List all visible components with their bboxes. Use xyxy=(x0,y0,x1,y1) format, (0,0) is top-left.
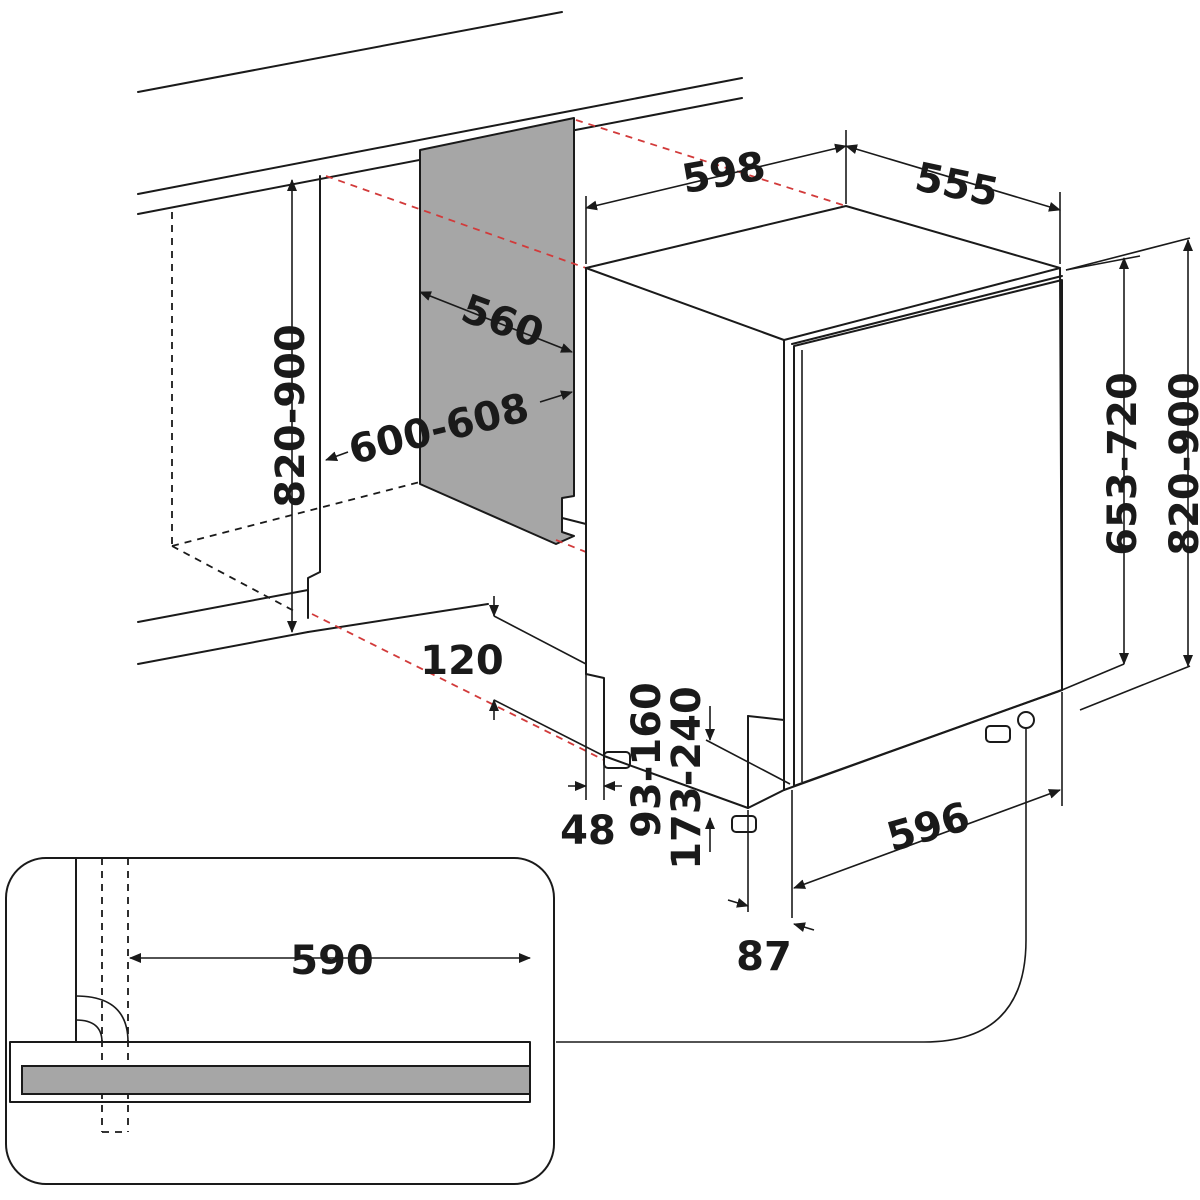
label-590: 590 xyxy=(290,938,374,984)
label-555: 555 xyxy=(911,154,1002,216)
label-820-900-niche: 820-900 xyxy=(268,324,314,508)
label-87: 87 xyxy=(736,934,792,980)
label-653-720: 653-720 xyxy=(1100,372,1146,556)
detail-inset xyxy=(5,857,555,1185)
label-598: 598 xyxy=(679,143,769,203)
label-93-160: 93-160 xyxy=(624,682,670,838)
label-820-900-total: 820-900 xyxy=(1162,372,1200,556)
detail-callout-leader xyxy=(556,728,1027,1043)
dishwasher-door xyxy=(793,279,1063,787)
label-48: 48 xyxy=(560,808,616,854)
label-120: 120 xyxy=(420,638,504,684)
label-596: 596 xyxy=(882,794,975,861)
niche-left-side xyxy=(307,175,321,619)
niche-hidden-edges xyxy=(171,212,421,613)
detail-panel xyxy=(21,1065,531,1095)
dishwasher-body xyxy=(585,205,1063,757)
detail-callout-marker xyxy=(1017,711,1035,729)
label-173-240: 173-240 xyxy=(664,686,710,870)
